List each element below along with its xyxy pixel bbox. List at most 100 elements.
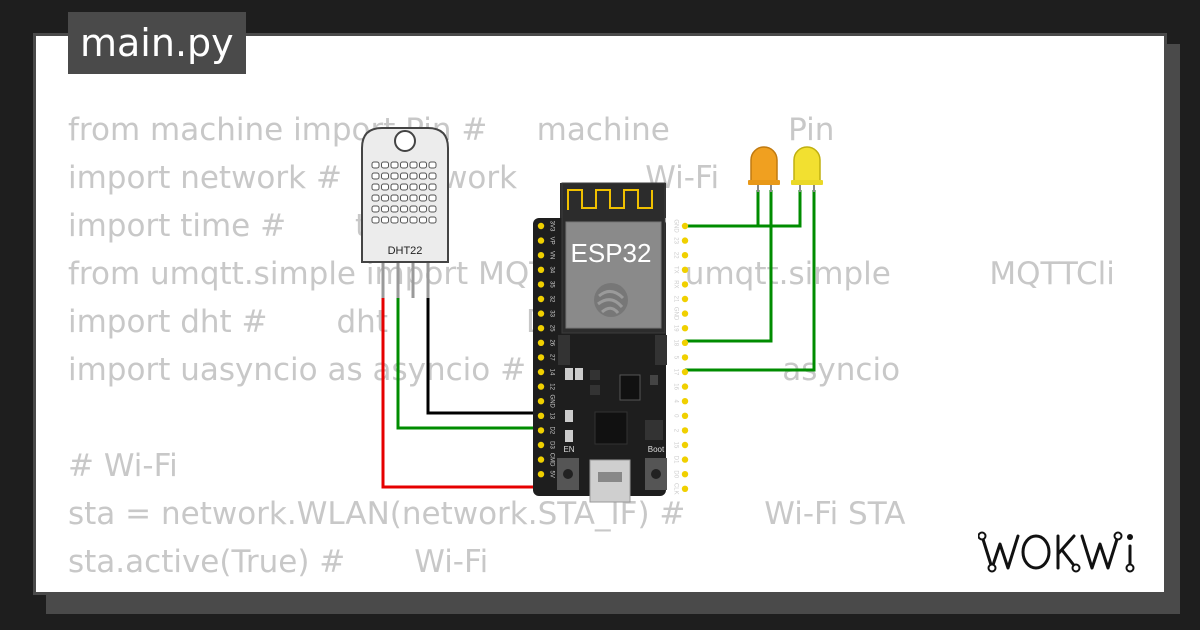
pin-label: 21	[672, 296, 678, 303]
pin-label: 14	[548, 369, 554, 376]
pin-19[interactable]	[681, 325, 689, 332]
pin-label: 18	[672, 339, 678, 346]
pin-label: TX	[672, 266, 678, 274]
pin-vn[interactable]	[537, 252, 545, 259]
wire-led-yellow[interactable]	[685, 190, 816, 372]
code-line: # Wi-Fi	[68, 448, 178, 484]
pin-label: 3V3	[548, 221, 554, 232]
pin-label: D2	[548, 427, 554, 435]
pin-23[interactable]	[681, 237, 689, 244]
pin-label: GND	[672, 307, 678, 321]
pin-label: 5V	[548, 471, 554, 478]
dht22-vent-grid	[371, 161, 437, 224]
pin-16[interactable]	[681, 383, 689, 390]
pin-label: 2	[672, 429, 678, 433]
pin-cmd[interactable]	[537, 456, 545, 463]
pin-label: 26	[548, 339, 554, 346]
pin-15[interactable]	[681, 441, 689, 449]
pin-gnd[interactable]	[681, 222, 689, 230]
pin-label: 33	[548, 310, 554, 317]
wire-led-ground[interactable]	[685, 190, 760, 228]
wires	[381, 190, 816, 489]
pin-label: 13	[548, 412, 554, 419]
pin-d1[interactable]	[681, 456, 689, 463]
orange-led[interactable]	[748, 146, 780, 192]
pin-label: VP	[548, 237, 554, 245]
pin-label: GND	[672, 219, 678, 233]
pin-label: 25	[548, 325, 554, 332]
pin-label: VN	[548, 251, 554, 259]
pin-label: 0	[672, 414, 678, 418]
code-line: import uasyncio as asyncio # asyncio	[68, 352, 901, 388]
pin-21[interactable]	[681, 295, 689, 303]
pin-d3[interactable]	[537, 441, 545, 449]
pin-gnd[interactable]	[537, 398, 545, 405]
pin-4[interactable]	[681, 398, 689, 405]
code-line: from umqtt.simple import MQTT umqtt.simp…	[68, 256, 1115, 292]
pin-27[interactable]	[537, 354, 545, 361]
dht22-sensor[interactable]: DHT22	[361, 127, 449, 298]
pin-label: RX	[672, 280, 678, 288]
pin-35[interactable]	[537, 281, 545, 288]
pin-label: 16	[672, 383, 678, 390]
esp32-board[interactable]: ESP32 EN Boot 3V3VPVN343532332526271412G…	[533, 182, 689, 503]
pin-label: 23	[672, 237, 678, 244]
pin-label: 35	[548, 281, 554, 288]
pin-32[interactable]	[537, 295, 545, 303]
pin-25[interactable]	[537, 325, 545, 332]
pin-label: 19	[672, 325, 678, 332]
wire-dht-data[interactable]	[396, 296, 541, 430]
pin-label: 5	[672, 356, 678, 360]
pin-label: CMD	[548, 453, 554, 467]
pin-d2[interactable]	[537, 427, 545, 434]
code-line: sta = network.WLAN(network.STA_IF) # Wi-…	[68, 496, 906, 532]
esp32-label: ESP32	[571, 238, 652, 268]
boot-button-label: Boot	[648, 445, 665, 454]
pin-d0[interactable]	[681, 471, 689, 478]
pin-17[interactable]	[681, 368, 689, 376]
pin-34[interactable]	[537, 266, 545, 273]
code-line: import dht # dht D	[68, 304, 550, 340]
wokwi-logo	[978, 531, 1135, 573]
pin-label: D1	[672, 456, 678, 464]
wire-dht-power[interactable]	[381, 296, 541, 489]
pin-label: 32	[548, 296, 554, 303]
pin-label: 17	[672, 369, 678, 376]
pin-label: GND	[548, 395, 554, 409]
code-line: from machine import Pin # machine Pin	[68, 112, 835, 148]
pin-gnd[interactable]	[681, 310, 689, 317]
wire-led-ground-2[interactable]	[758, 190, 802, 228]
pin-14[interactable]	[537, 368, 545, 376]
pin-18[interactable]	[681, 339, 689, 346]
pin-12[interactable]	[537, 383, 545, 390]
pin-2[interactable]	[681, 427, 689, 434]
pin-3v3[interactable]	[537, 222, 545, 230]
pin-22[interactable]	[681, 252, 689, 259]
pin-33[interactable]	[537, 310, 545, 317]
pin-tx[interactable]	[681, 266, 689, 273]
pin-rx[interactable]	[681, 281, 689, 288]
pin-clk[interactable]	[681, 485, 689, 492]
pin-5v[interactable]	[537, 471, 545, 478]
pin-label: 4	[672, 400, 678, 404]
pin-label: CLK	[672, 483, 678, 495]
code-preview: from machine import Pin # machine Pin imp…	[68, 106, 1115, 592]
pin-label: D0	[672, 470, 678, 478]
wire-led-orange[interactable]	[685, 190, 773, 343]
pin-label: 15	[672, 442, 678, 449]
file-title: main.py	[68, 12, 246, 74]
pin-13[interactable]	[537, 412, 545, 419]
yellow-led[interactable]	[791, 146, 823, 192]
code-line: sta.active(True) # Wi-Fi	[68, 544, 489, 580]
pin-5[interactable]	[681, 354, 689, 361]
pin-vp[interactable]	[537, 237, 545, 244]
pin-label: 12	[548, 383, 554, 390]
pin-label: 34	[548, 266, 554, 273]
pin-label: 27	[548, 354, 554, 361]
wire-dht-ground[interactable]	[426, 296, 541, 415]
pin-label: D3	[548, 441, 554, 449]
pin-0[interactable]	[681, 412, 689, 419]
pin-26[interactable]	[537, 339, 545, 346]
